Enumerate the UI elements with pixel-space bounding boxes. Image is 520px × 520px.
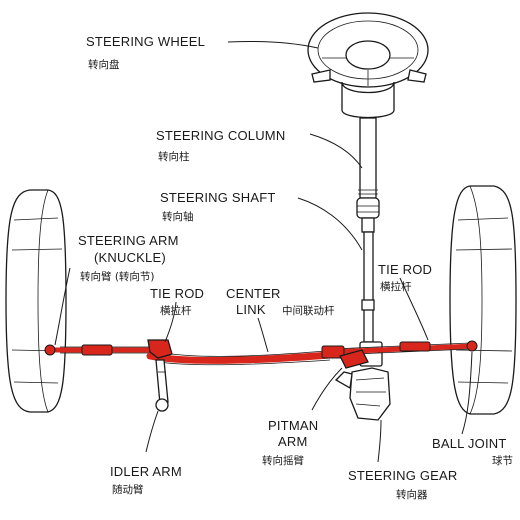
- steering-shaft: [361, 231, 375, 343]
- steering-column: [356, 117, 380, 233]
- label-steering-arm-zh: 转向臂 (转向节): [80, 270, 155, 283]
- label-steering-column-en: STEERING COLUMN: [156, 128, 285, 143]
- label-steering-column-zh: 转向柱: [158, 150, 190, 163]
- label-steering-column: STEERING COLUMN 转向柱: [156, 128, 285, 163]
- idler-arm: [155, 359, 169, 412]
- label-steering-gear-en: STEERING GEAR: [348, 468, 458, 483]
- tie-rod-sleeve-left: [81, 344, 113, 356]
- steering-wheel: [307, 12, 429, 119]
- steering-linkage: [44, 339, 478, 369]
- label-pitman-arm-en-2: ARM: [278, 434, 308, 449]
- label-idler-arm: IDLER ARM 随动臂: [110, 464, 182, 496]
- label-steering-arm-en-2: (KNUCKLE): [94, 250, 166, 265]
- label-ball-joint-en: BALL JOINT: [432, 436, 506, 451]
- right-wheel: [449, 185, 517, 415]
- label-tie-rod-left-en: TIE ROD: [150, 286, 204, 301]
- label-steering-gear: STEERING GEAR 转向器: [348, 468, 458, 501]
- label-pitman-arm-zh: 转向摇臂: [262, 454, 304, 467]
- label-tie-rod-right: TIE ROD 横拉杆: [378, 262, 432, 293]
- label-steering-arm-en-1: STEERING ARM: [78, 233, 179, 248]
- label-center-link-en-1: CENTER: [226, 286, 281, 301]
- label-idler-arm-zh: 随动臂: [112, 483, 144, 496]
- pitman-arm: [339, 349, 369, 369]
- label-center-link-en-2: LINK: [236, 302, 266, 317]
- label-steering-shaft-en: STEERING SHAFT: [160, 190, 275, 205]
- center-link: [146, 351, 334, 364]
- label-steering-wheel-zh: 转向盘: [88, 58, 120, 71]
- left-wheel: [5, 189, 67, 413]
- label-steering-wheel-en: STEERING WHEEL: [86, 34, 205, 49]
- label-steering-wheel: STEERING WHEEL 转向盘: [86, 34, 205, 71]
- label-center-link-zh: 中间联动杆: [282, 304, 335, 317]
- tie-rod-sleeve-right: [399, 341, 431, 352]
- label-steering-gear-zh: 转向器: [396, 488, 428, 501]
- leader-lines: [54, 40, 473, 463]
- label-tie-rod-left: TIE ROD 横拉杆: [150, 286, 204, 317]
- label-tie-rod-right-zh: 横拉杆: [380, 280, 412, 293]
- label-ball-joint-zh: 球节: [492, 454, 513, 467]
- label-tie-rod-right-en: TIE ROD: [378, 262, 432, 277]
- label-pitman-arm: PITMAN ARM 转向摇臂: [262, 418, 318, 467]
- label-idler-arm-en: IDLER ARM: [110, 464, 182, 479]
- label-center-link: CENTER LINK 中间联动杆: [226, 286, 335, 317]
- label-steering-shaft-zh: 转向轴: [162, 210, 194, 223]
- ball-joint-right: [466, 340, 478, 352]
- label-steering-arm: STEERING ARM (KNUCKLE) 转向臂 (转向节): [78, 233, 179, 283]
- label-ball-joint: BALL JOINT 球节: [432, 436, 513, 467]
- label-pitman-arm-en-1: PITMAN: [268, 418, 318, 433]
- ball-joint-left: [44, 344, 56, 356]
- label-tie-rod-left-zh: 横拉杆: [160, 304, 192, 317]
- label-steering-shaft: STEERING SHAFT 转向轴: [160, 190, 275, 223]
